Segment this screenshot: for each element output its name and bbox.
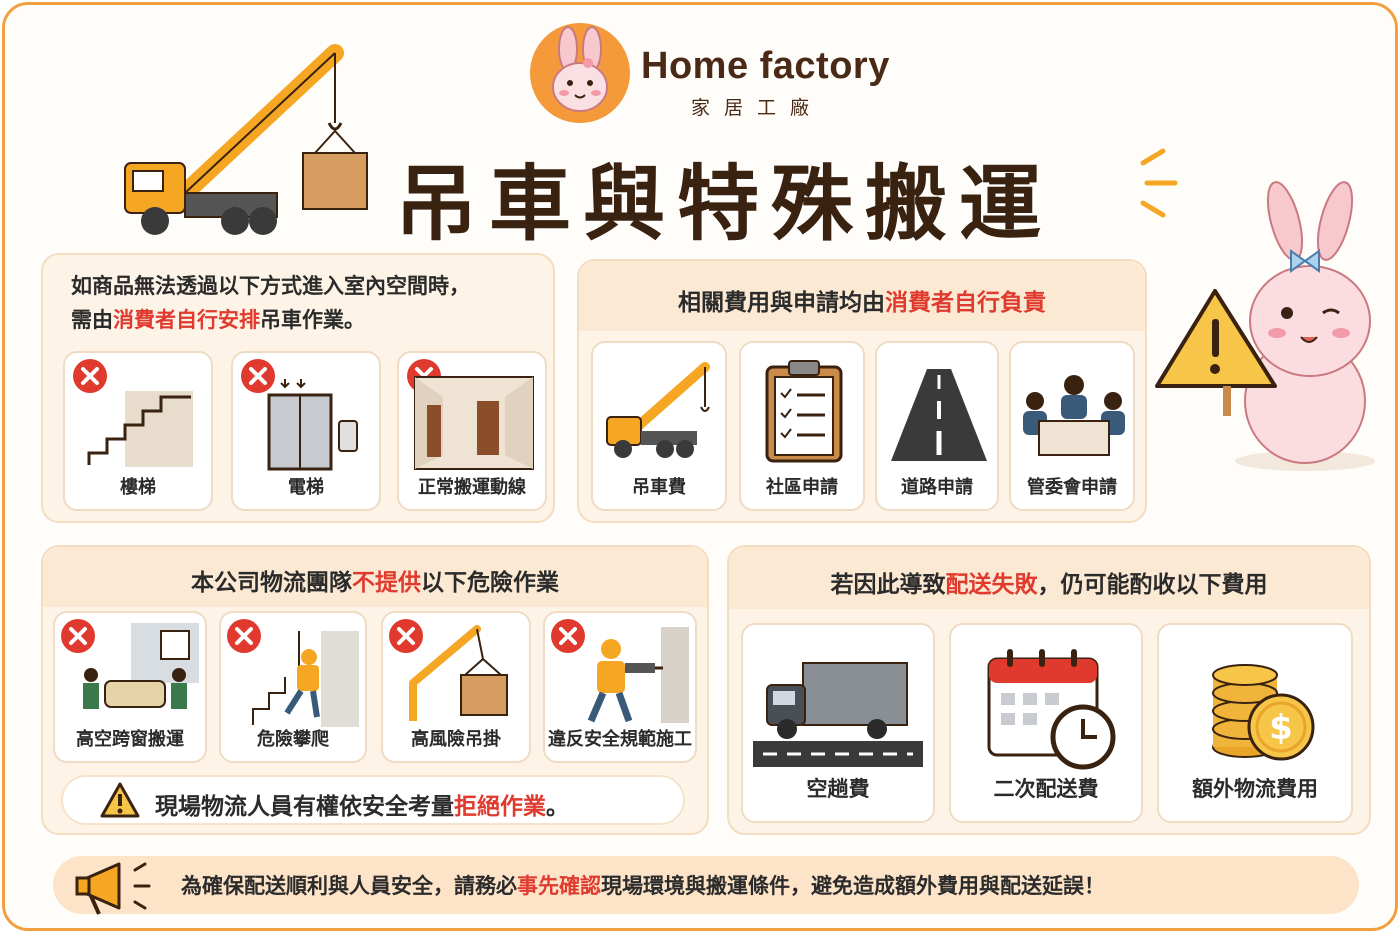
clipboard-icon — [765, 360, 843, 463]
card-label: 正常搬運動線 — [418, 477, 526, 498]
intro-text: 如商品無法透過以下方式進入室內空間時， 需由消費者自行安排吊車作業。 — [71, 269, 551, 337]
fees-title-highlight: 消費者自行負責 — [885, 290, 1046, 316]
card-label: 社區申請 — [766, 477, 838, 498]
fees-panel: 相關費用與申請均由消費者自行負責 吊車費 — [577, 259, 1147, 523]
intro-line-2-highlight: 消費者自行安排 — [113, 308, 260, 332]
failure-fees-panel: 若因此導致配送失敗，仍可能酌收以下費用 空趟費 — [727, 545, 1371, 835]
crane-icon — [606, 362, 710, 458]
card-label: 樓梯 — [120, 477, 156, 498]
fees-panel-title: 相關費用與申請均由消費者自行負責 — [579, 283, 1145, 317]
meeting-icon — [1023, 375, 1125, 456]
card-committee-application: 管委會申請 — [1009, 341, 1135, 511]
warning-pre: 現場物流人員有權依安全考量 — [155, 794, 454, 820]
card-label: 電梯 — [288, 477, 324, 498]
failure-title-post: ，仍可能酌收以下費用 — [1037, 572, 1268, 598]
card-unsafe-construction: 違反安全規範施工 — [543, 611, 697, 763]
cross-icon — [61, 619, 95, 653]
page-title: 吊車與特殊搬運 — [395, 157, 1054, 252]
spark-decoration-icon — [1137, 147, 1181, 219]
truck-icon — [753, 662, 923, 767]
card-label: 額外物流費用 — [1192, 777, 1318, 801]
card-elevator: 電梯 — [231, 351, 381, 511]
refusal-warning: 現場物流人員有權依安全考量拒絕作業。 — [61, 775, 685, 825]
failure-title-pre: 若因此導致 — [830, 572, 946, 598]
cross-icon — [227, 619, 261, 653]
footer-post: 現場環境與搬運條件，避免造成額外費用與配送延誤！ — [601, 874, 1105, 898]
card-stairs: 樓梯 — [63, 351, 213, 511]
card-label: 吊車費 — [632, 477, 686, 498]
refusal-warning-text: 現場物流人員有權依安全考量拒絕作業。 — [155, 787, 569, 821]
calendar-clock-icon — [987, 649, 1116, 770]
card-label: 違反安全規範施工 — [548, 729, 692, 750]
card-crane-fee: 吊車費 — [591, 341, 727, 511]
rabbit-logo — [530, 23, 630, 123]
card-road-application: 道路申請 — [875, 341, 999, 511]
card-dangerous-climbing: 危險攀爬 — [219, 611, 367, 763]
dangers-title-post: 以下危險作業 — [421, 570, 559, 596]
stairs-icon — [87, 391, 193, 467]
dangers-panel: 本公司物流團隊不提供以下危險作業 高空跨窗搬運 — [41, 545, 709, 835]
fees-panel-header — [579, 261, 1145, 331]
intro-line-2-post: 吊車作業。 — [260, 308, 365, 332]
card-community-application: 社區申請 — [739, 341, 865, 511]
card-redelivery-fee: 二次配送費 — [949, 623, 1143, 823]
card-extra-logistics-fee: $ 額外物流費用 — [1157, 623, 1353, 823]
dangers-panel-title: 本公司物流團隊不提供以下危險作業 — [43, 563, 707, 597]
warning-triangle-icon — [100, 782, 140, 818]
climbing-worker-icon — [252, 631, 359, 727]
card-label: 道路申請 — [901, 477, 973, 498]
dangers-title-pre: 本公司物流團隊 — [191, 570, 352, 596]
warning-post: 。 — [546, 794, 569, 820]
card-high-risk-hoisting: 高風險吊掛 — [381, 611, 531, 763]
footer-banner: 為確保配送順利與人員安全，請務必事先確認現場環境與搬運條件，避免造成額外費用與配… — [53, 856, 1359, 915]
intro-line-2: 需由消費者自行安排吊車作業。 — [71, 303, 551, 337]
warning-highlight: 拒絕作業 — [454, 794, 546, 820]
failure-panel-header — [729, 547, 1369, 609]
footer-text: 為確保配送順利與人員安全，請務必事先確認現場環境與搬運條件，避免造成額外費用與配… — [181, 870, 1105, 900]
crane-truck-illustration — [115, 43, 385, 243]
drilling-worker-icon — [587, 627, 689, 723]
card-label: 管委會申請 — [1027, 477, 1117, 498]
card-empty-trip-fee: 空趟費 — [741, 623, 935, 823]
card-label: 空趟費 — [806, 777, 870, 801]
megaphone-icon — [75, 862, 151, 915]
footer-highlight: 事先確認 — [517, 874, 601, 898]
cross-icon — [389, 619, 423, 653]
card-high-window: 高空跨窗搬運 — [53, 611, 207, 763]
card-label: 危險攀爬 — [257, 729, 329, 750]
brand-subtitle: 家居工廠 — [691, 97, 824, 119]
card-label: 高空跨窗搬運 — [76, 729, 184, 750]
intro-line-1: 如商品無法透過以下方式進入室內空間時， — [71, 274, 470, 298]
dangers-title-highlight: 不提供 — [352, 570, 421, 596]
card-normal-route: 正常搬運動線 — [397, 351, 547, 511]
cross-icon — [241, 359, 275, 393]
rabbit-mascot-warning — [1155, 181, 1385, 481]
dangers-panel-header — [43, 547, 707, 607]
hallway-icon — [414, 376, 534, 470]
window-moving-icon — [83, 623, 199, 709]
hoisting-icon — [409, 625, 508, 721]
svg-text:$: $ — [1269, 708, 1293, 748]
card-label: 高風險吊掛 — [411, 729, 501, 750]
card-label: 二次配送費 — [993, 777, 1099, 801]
cross-icon — [551, 619, 585, 653]
failure-title-highlight: 配送失敗 — [945, 572, 1038, 598]
coins-dollar-icon: $ — [1212, 664, 1315, 761]
elevator-icon — [267, 379, 358, 471]
footer-pre: 為確保配送順利與人員安全，請務必 — [181, 874, 517, 898]
cross-icon — [73, 359, 107, 393]
road-icon — [891, 369, 987, 461]
failure-panel-title: 若因此導致配送失敗，仍可能酌收以下費用 — [729, 565, 1369, 599]
intro-panel: 如商品無法透過以下方式進入室內空間時， 需由消費者自行安排吊車作業。 樓梯 電梯 — [41, 253, 555, 523]
brand-name: Home factory — [641, 45, 890, 87]
intro-line-2-pre: 需由 — [71, 308, 113, 332]
fees-title-pre: 相關費用與申請均由 — [678, 290, 885, 316]
